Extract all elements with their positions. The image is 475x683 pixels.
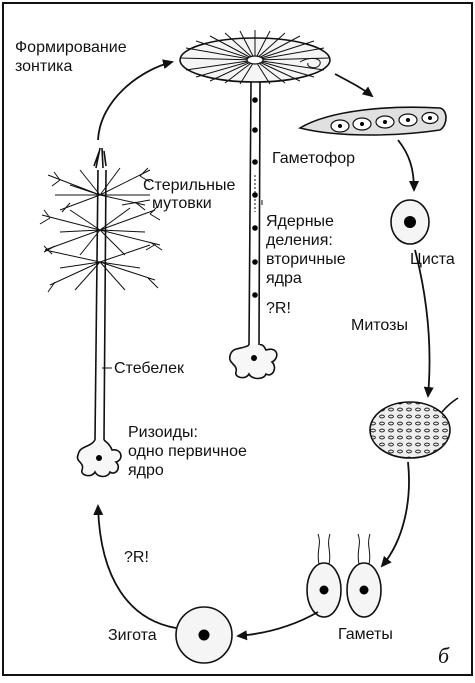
label-gametes: Гаметы	[338, 626, 393, 643]
cyst	[391, 200, 429, 244]
label-gametophore: Гаметофор	[272, 150, 355, 167]
label-nuclear-divisions-4: ядра	[266, 270, 302, 287]
label-rhizoids-2: одно первичное	[128, 443, 247, 460]
mitotic-cyst	[370, 398, 458, 458]
arrow-to-gametes	[382, 462, 409, 566]
label-mitoses: Митозы	[351, 317, 408, 334]
arrow-to-gametophore	[335, 74, 372, 96]
arrow-to-mitotic-cyst	[415, 250, 429, 396]
primary-nucleus	[96, 455, 102, 461]
panel-letter: б	[438, 643, 450, 668]
label-nuclear-divisions-1: Ядерные	[266, 213, 334, 230]
label-cyst: Циста	[410, 251, 455, 268]
label-r-top: ?R!	[266, 300, 291, 317]
arrow-to-zygote	[238, 612, 318, 636]
label-sterile-whorls-1: Стерильные	[143, 177, 235, 194]
label-umbrella-formation-1: Формирование	[15, 39, 127, 56]
frame-border	[3, 3, 472, 675]
gametophore	[300, 107, 446, 135]
label-umbrella-formation-2: зонтика	[15, 58, 73, 75]
umbrella-cap	[180, 30, 330, 84]
label-zygote: Зигота	[108, 627, 157, 644]
label-nuclear-divisions-2: деления:	[266, 232, 333, 249]
arrow-to-rhizoid	[98, 506, 176, 628]
lower-whorl	[44, 244, 158, 292]
label-rhizoids-3: ядро	[128, 462, 164, 479]
gametes	[307, 534, 381, 617]
label-r-left: ?R!	[124, 549, 149, 566]
gamete-right	[347, 534, 381, 617]
arrow-to-cyst	[398, 140, 414, 190]
label-nuclear-divisions-3: вторичные	[266, 251, 346, 268]
arrow-to-umbrella	[98, 62, 172, 140]
upper-whorl	[48, 168, 150, 212]
zygote	[176, 607, 232, 663]
label-stalk: Стебелек	[114, 360, 185, 377]
label-sterile-whorls-2: мутовки	[152, 195, 212, 212]
label-rhizoids-1: Ризоиды:	[128, 424, 198, 441]
gamete-left	[307, 534, 341, 617]
